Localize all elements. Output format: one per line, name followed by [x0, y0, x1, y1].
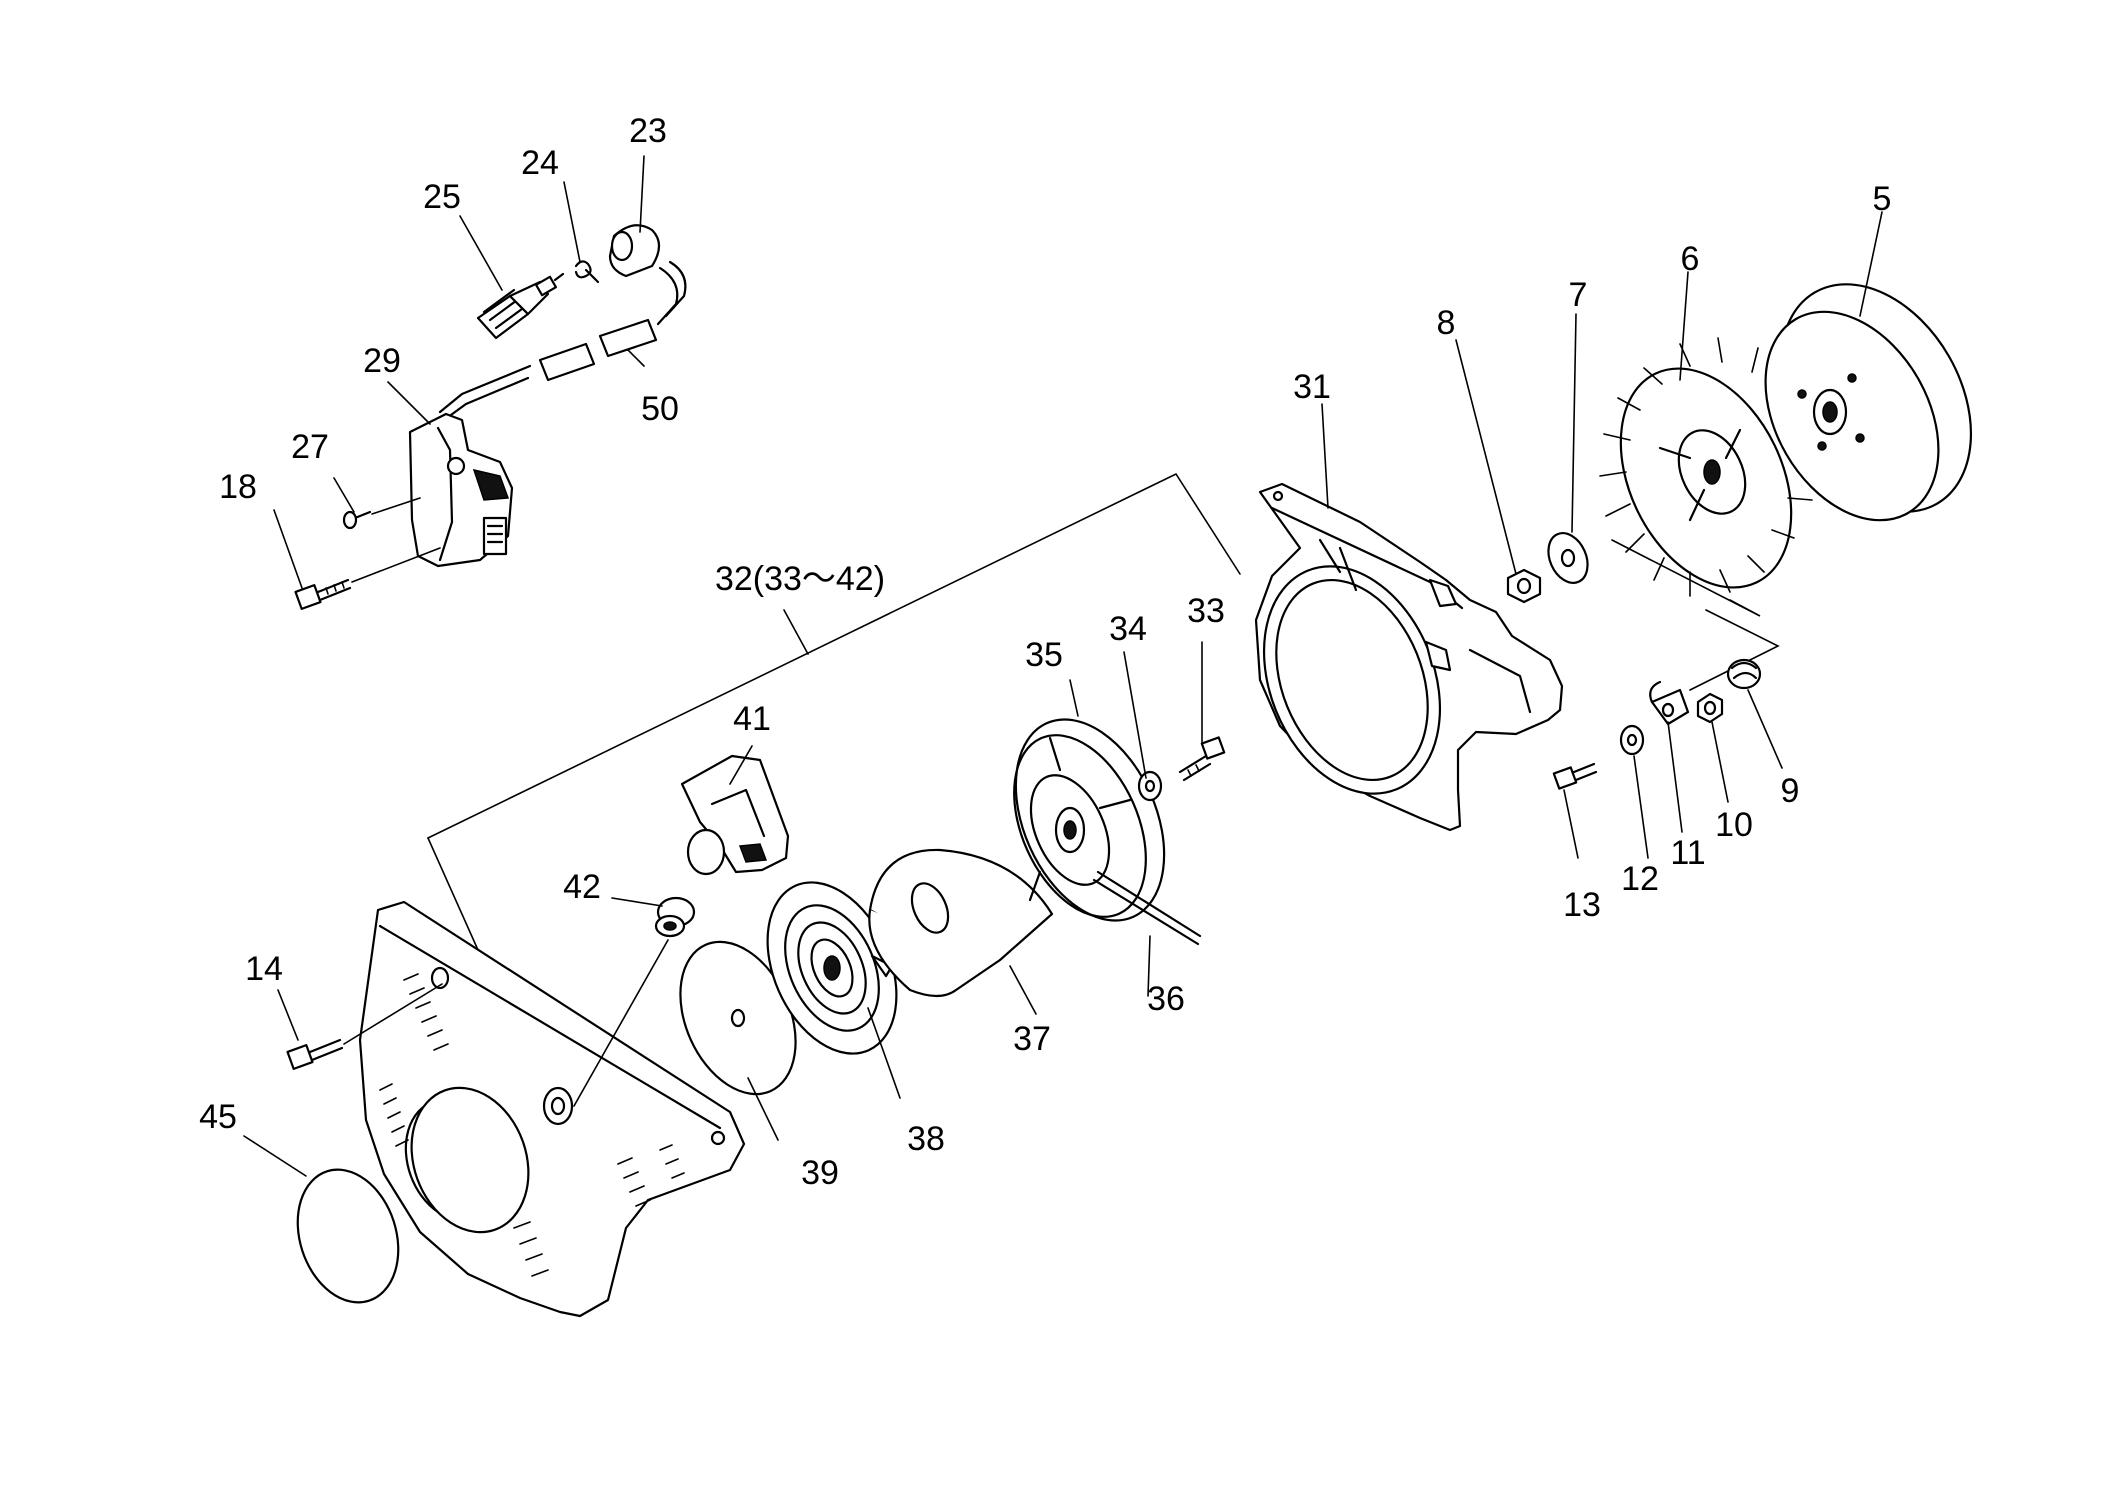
pulley-35[interactable] [987, 696, 1194, 943]
plate-37[interactable] [868, 848, 1054, 998]
label-11: 11 [1670, 834, 1705, 872]
label-39: 39 [801, 1154, 839, 1192]
coil-leader-lines [351, 497, 441, 583]
plug-cap[interactable] [608, 224, 661, 278]
label-36: 36 [1147, 980, 1185, 1018]
callout-leaders [243, 155, 1883, 1177]
rope-36[interactable] [1092, 870, 1202, 946]
starter-cover[interactable] [358, 900, 746, 1318]
label-25: 25 [423, 178, 461, 216]
pawl-11[interactable] [1649, 680, 1690, 726]
washer-12[interactable] [1619, 724, 1645, 756]
label-29: 29 [363, 342, 401, 380]
flywheel-leader-lines [1611, 539, 1780, 691]
label-27: 27 [291, 428, 329, 466]
label-18: 18 [219, 468, 257, 506]
bolt-13[interactable] [1552, 762, 1598, 790]
label-23: 23 [629, 112, 667, 150]
label-13: 13 [1563, 886, 1601, 924]
fan-6[interactable] [1587, 337, 1825, 616]
label-34: 34 [1109, 610, 1147, 648]
cover-vents [379, 973, 685, 1277]
label-10: 10 [1715, 806, 1753, 844]
rope-guide-grommet[interactable] [654, 896, 696, 938]
recoil-spring-38[interactable] [742, 862, 921, 1074]
label-33: 33 [1187, 592, 1225, 630]
spark-plug[interactable] [476, 272, 565, 340]
label-7: 7 [1569, 276, 1588, 314]
label-8: 8 [1437, 304, 1456, 342]
label-12: 12 [1621, 860, 1659, 898]
flywheel-5[interactable] [1730, 250, 2010, 551]
label-38: 38 [907, 1120, 945, 1158]
starter-handle[interactable] [680, 754, 790, 876]
spring-9[interactable] [1726, 658, 1762, 690]
label-24: 24 [521, 144, 559, 182]
label-9: 9 [1781, 772, 1800, 810]
bolt-14[interactable] [286, 1038, 344, 1070]
label-plate-45[interactable] [281, 1156, 414, 1315]
label-32: 32(33～42) [715, 560, 885, 598]
label-14: 14 [245, 950, 283, 988]
fan-housing-31[interactable] [1232, 482, 1564, 832]
label-45: 45 [199, 1098, 237, 1136]
label-5: 5 [1873, 180, 1892, 218]
label-37: 37 [1013, 1020, 1051, 1058]
label-50: 50 [641, 390, 679, 428]
spring-clip[interactable] [574, 260, 600, 284]
label-42: 42 [563, 868, 601, 906]
rope-leader [573, 939, 669, 1107]
washer-34[interactable] [1137, 770, 1163, 802]
label-41: 41 [733, 700, 771, 738]
nut-8[interactable] [1506, 568, 1542, 604]
label-31: 31 [1293, 368, 1331, 406]
screw-27[interactable] [342, 510, 372, 530]
bolt-14-leader [343, 983, 443, 1045]
assembly-bracket [427, 472, 1241, 951]
bolt-18[interactable] [294, 578, 352, 610]
washer-7[interactable] [1541, 527, 1595, 589]
high-tension-cord [438, 260, 687, 422]
screw-33[interactable] [1178, 736, 1226, 782]
ignition-coil[interactable] [408, 412, 514, 568]
label-6: 6 [1681, 240, 1700, 278]
nut-10[interactable] [1696, 692, 1724, 724]
label-35: 35 [1025, 636, 1063, 674]
